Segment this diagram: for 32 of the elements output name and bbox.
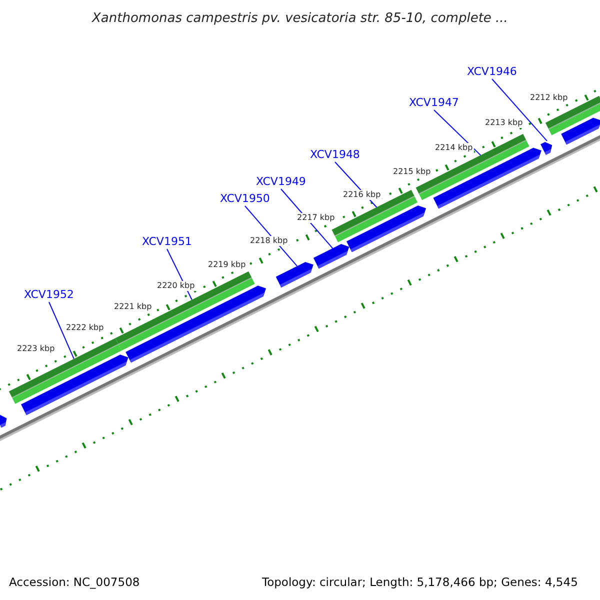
gene-segment [540,142,552,155]
gene-bar [416,134,530,200]
footer-text: Topology: circular; Length: 5,178,466 bp; Genes: 4,545 [262,575,578,589]
gene-segment [313,244,350,269]
scale-label: 2220 kbp [156,281,196,291]
leader-line [492,78,548,142]
title: Xanthomonas campestris pv. vesicatoria str. 85-10, complete ... [90,11,509,26]
footer-text: Accession: NC_007508 [9,575,140,589]
gene-segment [276,262,314,288]
scale-label: 2223 kbp [16,344,56,354]
scale-label: 2215 kbp [392,167,432,177]
scale-label: 2218 kbp [249,236,289,246]
scale-label: 2221 kbp [113,302,153,312]
leader-line [48,302,74,360]
scale-label: 2217 kbp [296,213,336,223]
gene-bar [115,271,255,351]
gene-label: XCV1952 [24,288,74,301]
scale-label: 2213 kbp [484,118,524,128]
gene-label: XCV1950 [220,192,270,205]
scale-label: 2216 kbp [342,190,382,200]
scale-label: 2219 kbp [207,260,247,270]
gene-label: XCV1949 [256,175,306,188]
gene-label: XCV1946 [467,65,517,78]
gene-segment [0,414,7,428]
scale-label: 2214 kbp [434,143,474,153]
scale-label: 2222 kbp [65,323,105,333]
gene-label: XCV1951 [142,235,192,248]
scale-label: 2212 kbp [529,93,569,103]
leader-line [434,110,482,156]
gene-bar [8,338,122,404]
gene-label: XCV1948 [310,148,360,161]
gene-label: XCV1947 [409,96,459,109]
